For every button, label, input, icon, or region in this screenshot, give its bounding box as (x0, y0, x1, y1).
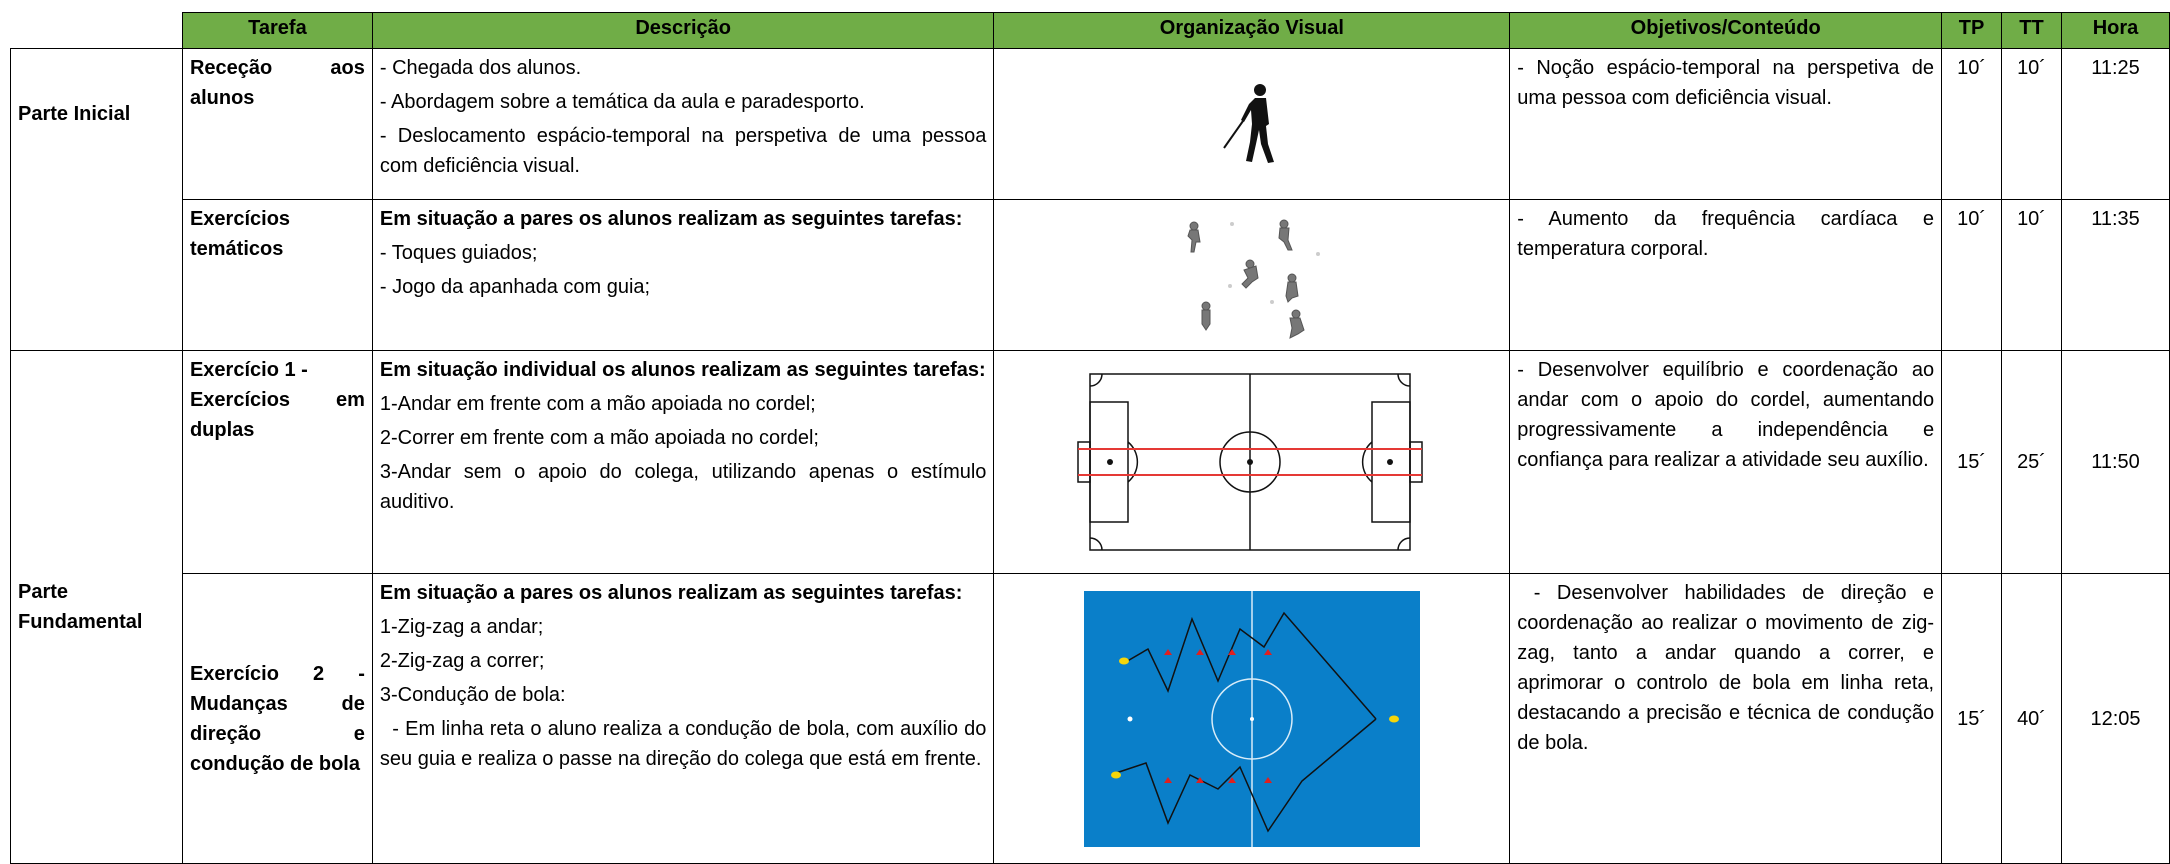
hora-cell: 11:35 (2061, 199, 2170, 351)
header-blank (10, 12, 183, 49)
part-fundamental: Parte Fundamental (10, 350, 183, 864)
task-cell: Exercício 2 - Mudanças de direção e cond… (181, 573, 373, 864)
part-label: Parte Inicial (18, 103, 131, 125)
visual-cell (993, 48, 1511, 200)
header-objetivos: Objetivos/Conteúdo (1509, 12, 1943, 49)
task-cell: Receção aos alunos (181, 48, 373, 200)
description-line: - Em linha reta o aluno realiza a conduç… (379, 718, 992, 770)
task-line: Exercícios em duplas (189, 389, 365, 441)
objective-cell: - Desenvolver habilidades de direção e c… (1509, 573, 1943, 864)
tp-cell: 10´ (1941, 48, 2003, 200)
task-line: Exercício 1 - (189, 359, 308, 381)
header-tp: TP (1941, 12, 2003, 49)
description-line: 3-Condução de bola: (379, 684, 566, 706)
objective-cell: - Noção espácio-temporal na perspetiva d… (1509, 48, 1943, 200)
visual-cell (993, 350, 1511, 574)
objective-cell: - Desenvolver equilíbrio e coordenação a… (1509, 350, 1943, 574)
objective-cell: - Aumento da frequência cardíaca e tempe… (1509, 199, 1943, 351)
description-line: 3-Andar sem o apoio do colega, utilizand… (379, 461, 987, 513)
description-line: - Chegada dos alunos. (379, 57, 582, 79)
futsal-court-zigzag-icon (1083, 590, 1420, 847)
description-line: - Toques guiados; (379, 242, 538, 264)
description-cell: Em situação individual os alunos realiza… (371, 350, 995, 574)
header-hora: Hora (2061, 12, 2170, 49)
hora-cell: 12:05 (2061, 573, 2170, 864)
header-tt: TT (2001, 12, 2062, 49)
blind-walker-figure-icon (1223, 84, 1274, 163)
tt-cell: 25´ (2001, 350, 2062, 574)
header-descricao: Descrição (371, 12, 995, 49)
description-intro: Em situação a pares os alunos realizam a… (379, 208, 963, 230)
hora-cell: 11:25 (2061, 48, 2170, 200)
tt-cell: 40´ (2001, 573, 2062, 864)
description-line: - Deslocamento espácio-temporal na persp… (379, 125, 987, 177)
hora-cell: 11:50 (2061, 350, 2170, 574)
description-intro: Em situação a pares os alunos realizam a… (379, 582, 963, 604)
tp-cell: 15´ (1941, 573, 2003, 864)
description-line: 2-Zig-zag a correr; (379, 650, 545, 672)
tp-cell: 15´ (1941, 350, 2003, 574)
lesson-plan-table: Tarefa Descrição Organização Visual Obje… (10, 12, 2170, 864)
description-line: 1-Zig-zag a andar; (379, 616, 544, 638)
description-line: 1-Andar em frente com a mão apoiada no c… (379, 393, 816, 415)
task-cell: Exercício 1 - Exercícios em duplas (181, 350, 373, 574)
table-row: Exercício 2 - Mudanças de direção e cond… (11, 573, 2170, 864)
visual-cell (993, 199, 1511, 351)
football-pitch-rope-icon (1077, 373, 1423, 551)
description-cell: Em situação a pares os alunos realizam a… (371, 573, 995, 864)
tp-cell: 10´ (1941, 199, 2003, 351)
description-line: 2-Correr em frente com a mão apoiada no … (379, 427, 819, 449)
header-organizacao: Organização Visual (993, 12, 1511, 49)
task-cell: Exercícios temáticos (181, 199, 373, 351)
description-line: - Abordagem sobre a temática da aula e p… (379, 91, 865, 113)
tt-cell: 10´ (2001, 199, 2062, 351)
part-inicial: Parte Inicial (10, 48, 183, 351)
description-cell: - Chegada dos alunos. - Abordagem sobre … (371, 48, 995, 200)
table-row: Exercícios temáticos Em situação a pares… (11, 199, 2170, 351)
table-row: Parte Inicial Receção aos alunos - Chega… (10, 48, 2170, 351)
tt-cell: 10´ (2001, 48, 2062, 200)
visual-cell (993, 573, 1511, 864)
description-cell: Em situação a pares os alunos realizam a… (371, 199, 995, 351)
part-label: Parte Fundamental (18, 581, 143, 633)
description-intro: Em situação individual os alunos realiza… (379, 359, 986, 381)
table-row: Parte Fundamental Exercício 1 - Exercíci… (10, 350, 2170, 864)
description-line: - Jogo da apanhada com guia; (379, 276, 651, 298)
players-scatter-icon (1187, 219, 1320, 339)
header-tarefa: Tarefa (181, 12, 373, 49)
